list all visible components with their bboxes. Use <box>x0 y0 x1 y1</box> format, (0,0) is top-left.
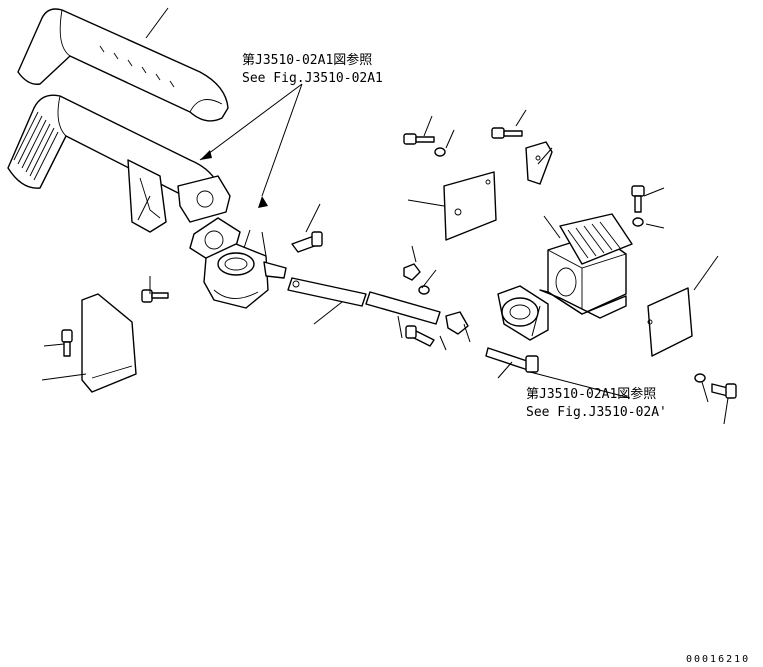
elbow-housing <box>203 243 287 309</box>
cover-plate-left <box>81 293 137 393</box>
bolt <box>61 329 73 357</box>
reference-jp-top: 第J3510-02A1図参照 <box>242 52 372 68</box>
figure-number: 00016210 <box>686 654 750 665</box>
flange-adapter <box>497 285 549 341</box>
bolt <box>403 133 435 145</box>
bolt <box>291 231 323 253</box>
washer <box>418 285 430 295</box>
bolt <box>405 325 435 347</box>
reference-jp-bottom: 第J3510-02A1図参照 <box>526 386 656 402</box>
washer <box>694 373 706 383</box>
strap-right <box>365 291 441 325</box>
upper-air-duct <box>17 8 229 122</box>
reference-arrows <box>200 150 268 208</box>
bolt <box>631 185 645 213</box>
bolt <box>141 289 169 303</box>
long-bolt <box>485 347 539 373</box>
reference-en-top: See Fig.J3510-02A1 <box>242 71 383 86</box>
washer <box>632 217 644 227</box>
reference-en-bottom: See Fig.J3510-02A' <box>526 405 667 420</box>
clip <box>445 311 469 335</box>
lower-air-duct <box>7 94 231 233</box>
valve-housing <box>539 213 633 319</box>
bolt <box>711 383 737 399</box>
cover-plate-top <box>443 171 497 241</box>
cover-plate-right <box>647 287 693 357</box>
bolt <box>491 127 523 139</box>
nut <box>403 263 421 281</box>
washer <box>434 147 446 157</box>
leader-lines <box>41 7 729 425</box>
strap-left <box>287 277 367 307</box>
reference-callout-top: 第J3510-02A1図参照 See Fig.J3510-02A1 <box>242 52 383 86</box>
reference-callout-bottom: 第J3510-02A1図参照 See Fig.J3510-02A' <box>526 386 667 420</box>
